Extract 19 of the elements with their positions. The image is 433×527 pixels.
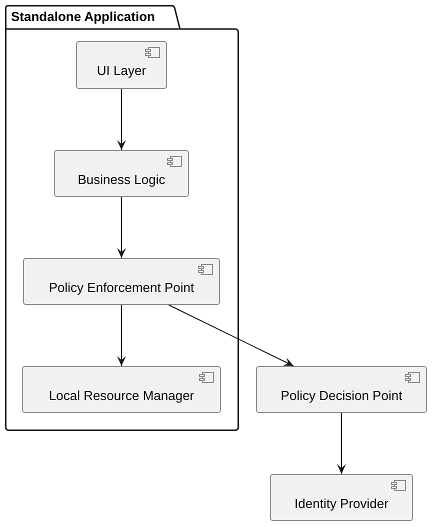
arrow bbox=[117, 196, 126, 258]
arrow bbox=[117, 88, 126, 150]
component-label: Local Resource Manager bbox=[48, 388, 194, 404]
arrow bbox=[337, 412, 346, 474]
package-frame bbox=[5, 5, 239, 431]
component-label: Policy Decision Point bbox=[280, 388, 402, 404]
component-box bbox=[256, 366, 427, 413]
component-box bbox=[23, 258, 220, 305]
package-title: Standalone Application bbox=[11, 9, 155, 25]
component-box bbox=[270, 474, 413, 521]
component-label: Policy Enforcement Point bbox=[48, 280, 194, 296]
arrow bbox=[117, 304, 126, 366]
component-label: UI Layer bbox=[96, 63, 146, 79]
component-box bbox=[76, 41, 167, 89]
arrow bbox=[168, 304, 294, 366]
component-label: Business Logic bbox=[78, 172, 166, 188]
component-box bbox=[22, 366, 221, 413]
component-label: Identity Provider bbox=[294, 496, 388, 512]
component-box bbox=[54, 150, 189, 197]
